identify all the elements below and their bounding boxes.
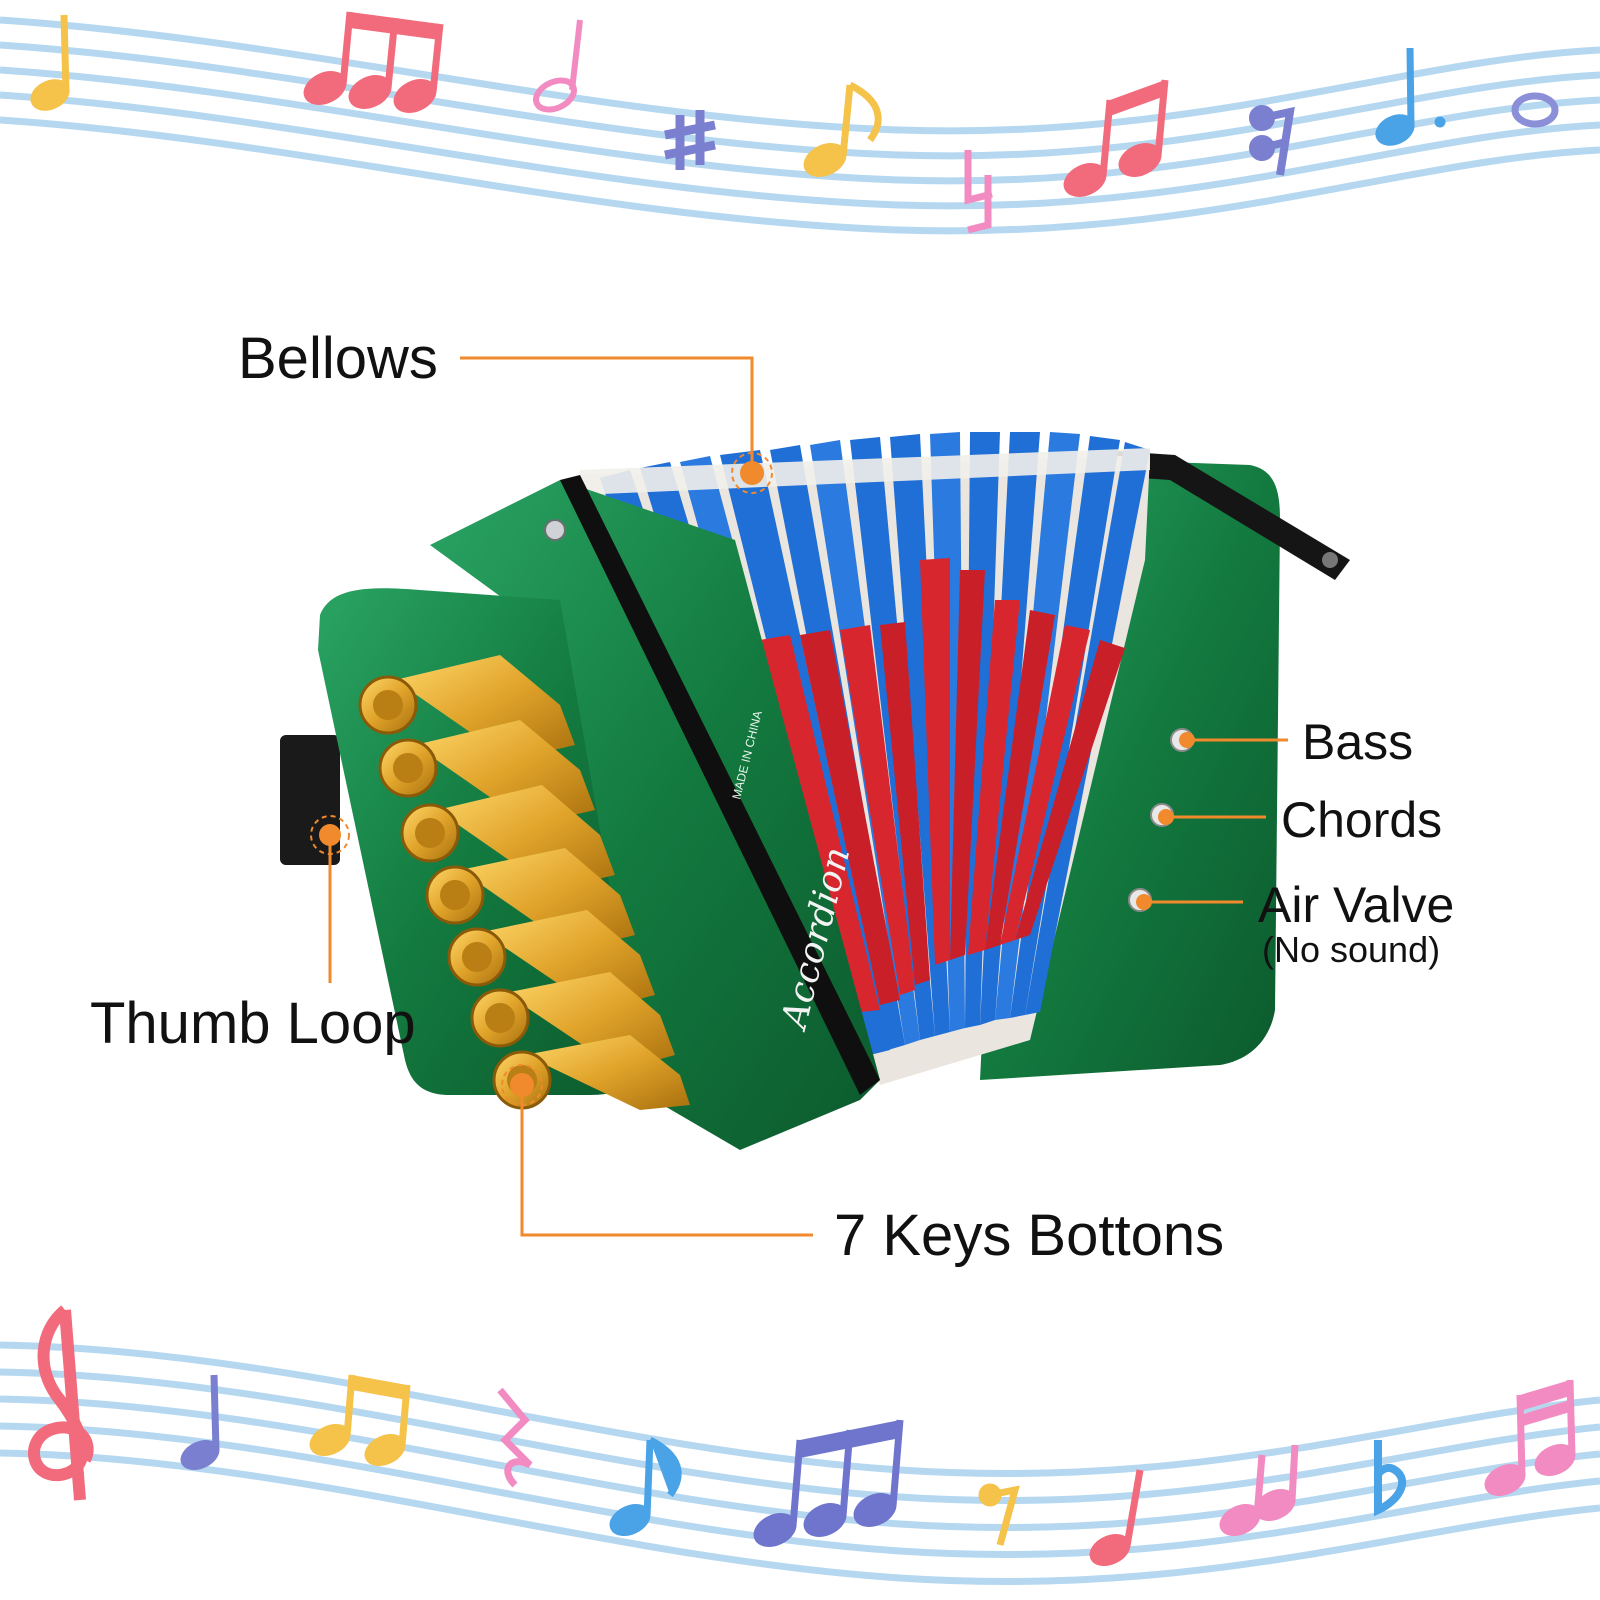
- callouts: [328, 356, 1288, 1237]
- keys-marker-icon: [510, 1073, 534, 1097]
- keys-label: 7 Keys Bottons: [834, 1203, 1225, 1268]
- accordion-left-edge: [560, 475, 880, 1095]
- beamed-notes-icon: [309, 1374, 411, 1466]
- bottom-notes: [28, 1305, 1576, 1566]
- treble-clef-icon: [28, 1305, 94, 1501]
- flat-icon: [1374, 1440, 1407, 1517]
- bass-label: Bass: [1302, 714, 1414, 770]
- beamed-notes-icon: [1063, 79, 1169, 197]
- quarter-note-icon: [1089, 1469, 1144, 1566]
- beamed-notes-icon: [1484, 1379, 1576, 1496]
- eighth-note-icon: [803, 81, 882, 177]
- sharp-icon: [664, 110, 716, 170]
- air-valve-label: Air Valve: [1258, 877, 1455, 933]
- rest-icon: [978, 1483, 1020, 1546]
- chords-label: Chords: [1281, 792, 1443, 848]
- callout-markers: [310, 452, 1195, 1106]
- bellows-callout-line: [460, 356, 754, 473]
- top-music-staff: [0, 16, 1600, 235]
- thumb-loop-marker-icon: [319, 824, 341, 846]
- bellows-top-trim: [580, 448, 1150, 495]
- keys-callout-line: [520, 1095, 813, 1237]
- thumb-loop-label: Thumb Loop: [90, 991, 416, 1056]
- beamed-notes-icon: [1219, 1444, 1299, 1536]
- bellows-label: Bellows: [238, 326, 438, 391]
- eighth-note-icon: [30, 14, 70, 111]
- rest-icon: [1249, 105, 1295, 176]
- beamed-notes-icon: [303, 11, 444, 113]
- bass-marker-icon: [1179, 732, 1195, 748]
- chords-marker-icon: [1158, 809, 1174, 825]
- bellows-marker-icon: [740, 461, 764, 485]
- quarter-note-icon: [1375, 47, 1446, 146]
- quarter-note-icon: [180, 1374, 220, 1471]
- whole-note-icon: [1511, 92, 1559, 128]
- accordion: [280, 432, 1350, 1150]
- natural-icon: [964, 150, 993, 234]
- beamed-notes-icon: [753, 1419, 904, 1547]
- eighth-note-icon: [533, 19, 583, 113]
- eighth-note-icon: [609, 1436, 682, 1536]
- screw: [544, 519, 566, 541]
- bellows-red-panels: [760, 558, 1125, 1012]
- rest-icon: [497, 1387, 533, 1488]
- air-valve-marker-icon: [1136, 894, 1152, 910]
- top-notes: [30, 11, 1559, 234]
- key-buttons: [358, 655, 690, 1110]
- right-strap: [1100, 450, 1350, 580]
- air-valve-note: (No sound): [1262, 929, 1441, 970]
- accordion-left-body: [430, 480, 880, 1150]
